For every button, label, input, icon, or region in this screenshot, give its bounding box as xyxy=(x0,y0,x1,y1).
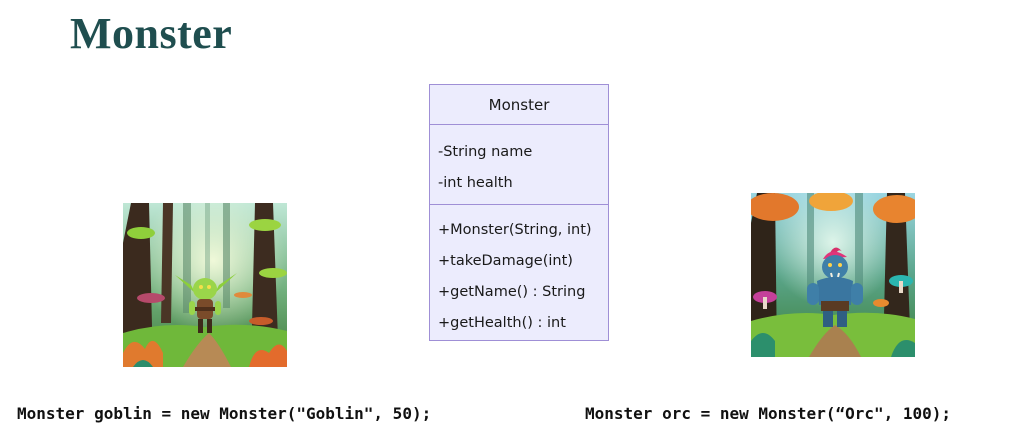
uml-method-get-health: +getHealth() : int xyxy=(438,315,566,331)
uml-method-constructor: +Monster(String, int) xyxy=(438,222,592,238)
slide-title: Monster xyxy=(70,9,233,58)
uml-method-get-name: +getName() : String xyxy=(438,284,586,300)
uml-methods-section: +Monster(String, int) +takeDamage(int) +… xyxy=(430,205,608,339)
orc-instantiation-code: Monster orc = new Monster(“Orc", 100); xyxy=(585,404,952,423)
uml-method-take-damage: +takeDamage(int) xyxy=(438,253,573,269)
uml-class-box: Monster -String name -int health +Monste… xyxy=(429,84,609,341)
uml-attribute-health: -int health xyxy=(438,175,513,191)
uml-attributes-section: -String name -int health xyxy=(430,125,608,205)
goblin-image xyxy=(123,203,287,367)
orc-image xyxy=(751,193,915,357)
uml-attribute-name: -String name xyxy=(438,144,533,160)
goblin-instantiation-code: Monster goblin = new Monster("Goblin", 5… xyxy=(17,404,432,423)
uml-class-name: Monster xyxy=(430,85,608,125)
